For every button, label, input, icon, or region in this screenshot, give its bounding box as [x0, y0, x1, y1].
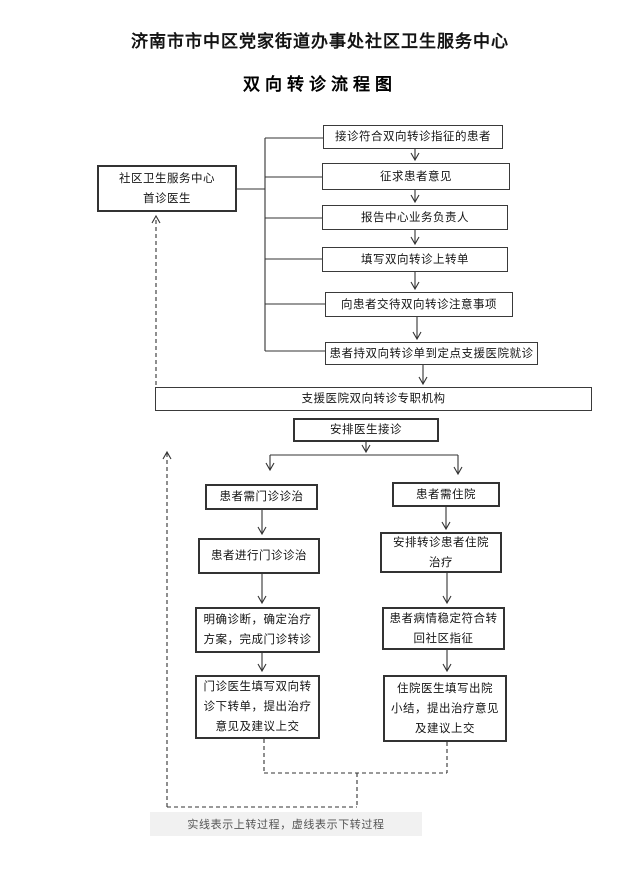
diagram-title: 双向转诊流程图	[243, 75, 397, 94]
node-step-inform: 向患者交待双向转诊注意事项	[325, 292, 513, 317]
node-arrange-doctor: 安排医生接诊	[293, 418, 439, 442]
node-step-fill-form: 填写双向转诊上转单	[322, 247, 508, 272]
node-step-report: 报告中心业务负责人	[322, 205, 508, 230]
node-inpatient-form: 住院医生填写出院 小结，提出治疗意见 及建议上交	[383, 675, 507, 742]
node-need-outpatient: 患者需门诊诊治	[205, 484, 318, 510]
node-diagnose: 明确诊断，确定治疗 方案，完成门诊转诊	[195, 607, 320, 653]
node-step-receive: 接诊符合双向转诊指征的患者	[323, 125, 503, 149]
node-step-consent: 征求患者意见	[322, 163, 510, 190]
legend-band: 实线表示上转过程，虚线表示下转过程	[150, 812, 422, 836]
legend-note: 实线表示上转过程，虚线表示下转过程	[187, 819, 385, 831]
node-outpatient-form: 门诊医生填写双向转 诊下转单，提出治疗 意见及建议上交	[195, 675, 320, 739]
node-arrange-inpatient: 安排转诊患者住院 治疗	[380, 532, 502, 573]
node-stable: 患者病情稳定符合转 回社区指征	[382, 607, 505, 650]
node-hospital-org: 支援医院双向转诊专职机构	[155, 387, 592, 411]
node-first-doctor: 社区卫生服务中心 首诊医生	[97, 165, 237, 212]
node-need-inpatient: 患者需住院	[392, 482, 500, 507]
page-title: 济南市市中区党家街道办事处社区卫生服务中心	[131, 32, 509, 51]
node-step-goto-hospital: 患者持双向转诊单到定点支援医院就诊	[325, 342, 538, 365]
node-do-outpatient: 患者进行门诊诊治	[198, 538, 320, 574]
